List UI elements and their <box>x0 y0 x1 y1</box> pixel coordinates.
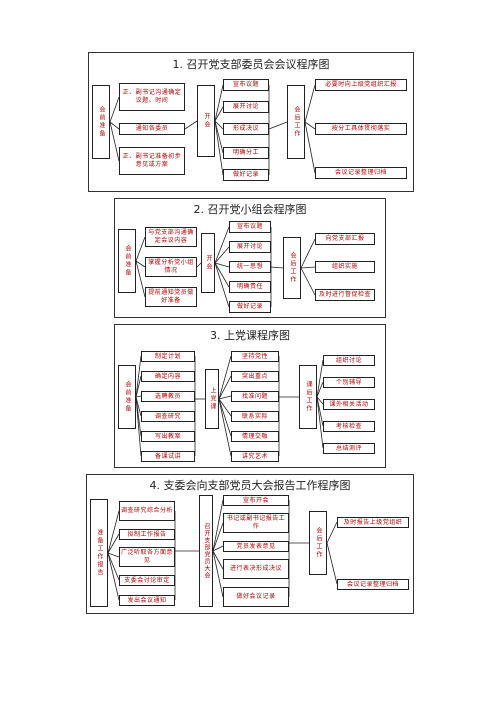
after-step: 总结测评 <box>323 443 375 454</box>
prep-stage: 会前准备 <box>118 229 136 293</box>
prep-step: 正、副书记沟通确定议题、时间 <box>119 83 185 111</box>
after-step: 组织实施 <box>315 261 375 273</box>
prep-step: 通知各委员 <box>119 123 185 135</box>
prep-step: 写出教案 <box>141 431 195 442</box>
prep-step: 掌握分析党小组情况 <box>145 257 197 277</box>
after-step: 会议记录整理归档 <box>315 167 407 179</box>
prep-step: 广泛听取各方面意见 <box>119 547 175 567</box>
meeting-step: 宣布开会 <box>223 495 289 506</box>
meeting-step: 进行表决形成决议 <box>223 559 289 579</box>
panel-title: 2. 召开党小组会程序图 <box>193 203 307 216</box>
meeting-stage: 开会 <box>201 233 215 293</box>
after-step: 及时报告上级党组织 <box>337 517 409 528</box>
meeting-step: 展开讨论 <box>229 241 271 253</box>
after-step: 个别辅导 <box>323 377 375 388</box>
prep-step: 发出会议通知 <box>119 595 175 606</box>
after-step: 组织讨论 <box>323 355 375 366</box>
prep-step: 与党支部沟通确定会议内容 <box>145 227 197 247</box>
panel-title: 3. 上党课程序图 <box>210 329 290 342</box>
after-stage: 会后工作 <box>287 85 305 159</box>
meeting-stage: 上党课 <box>205 369 219 429</box>
meeting-step: 情理交融 <box>231 431 279 442</box>
panel-title: 1. 召开党支部委员会会议程序图 <box>172 58 330 71</box>
meeting-step: 宣布议题 <box>229 221 271 233</box>
panel-title: 4. 支委会向支部党员大会报告工作程序图 <box>149 479 351 492</box>
prep-step: 确定内容 <box>141 371 195 382</box>
after-step: 向党支部汇报 <box>315 233 375 245</box>
prep-step: 调查研究综合分析 <box>119 501 175 521</box>
after-step: 课外相关活动 <box>323 399 375 410</box>
prep-step: 提前通知党员做好准备 <box>145 287 197 307</box>
prep-step: 支委会讨论审定 <box>119 575 175 586</box>
flowchart-panel-2: 2. 召开党小组会程序图 会前准备 与党支部沟通确定会议内容 掌握分析党小组情况… <box>114 198 386 318</box>
prep-stage: 准备工作报告 <box>90 499 108 607</box>
flowchart-panel-3: 3. 上党课程序图 会前准备 制定计划 确定内容 选聘教员 调查研究 写出教案 … <box>114 324 386 468</box>
after-step: 考核检查 <box>323 421 375 432</box>
after-step: 按分工具体贯彻落实 <box>315 123 407 135</box>
after-stage: 会后工作 <box>309 511 327 575</box>
after-step: 会议记录整理归档 <box>337 579 409 590</box>
after-stage: 会后工作 <box>283 237 301 299</box>
prep-step: 备课试讲 <box>141 451 195 462</box>
prep-step: 选聘教员 <box>141 391 195 402</box>
meeting-step: 党员发表意见 <box>223 541 289 552</box>
flowchart-panel-4: 4. 支委会向支部党员大会报告工作程序图 准备工作报告 调查研究综合分析 拟制工… <box>86 474 414 614</box>
flowchart-panel-1: 1. 召开党支部委员会会议程序图 会前准备 正、副书记沟通确定议题、时间 通知各… <box>88 52 414 192</box>
meeting-step: 明确分工 <box>223 147 269 159</box>
prep-step: 调查研究 <box>141 411 195 422</box>
meeting-step: 统一思想 <box>229 261 271 273</box>
after-stage: 课后工作 <box>299 365 317 429</box>
meeting-step: 做好记录 <box>229 301 271 313</box>
prep-step: 制定计划 <box>141 351 195 362</box>
meeting-step: 突出重点 <box>231 371 279 382</box>
meeting-step: 做好会议记录 <box>223 587 289 607</box>
meeting-stage: 开会 <box>197 85 215 157</box>
meeting-step: 展开讨论 <box>223 101 269 113</box>
after-step: 及时进行督促检查 <box>315 289 375 301</box>
meeting-step: 做好记录 <box>223 169 269 181</box>
meeting-step: 宣布议题 <box>223 79 269 91</box>
prep-stage: 会前准备 <box>92 85 110 159</box>
prep-step: 正、副书记准备初步意见或方案 <box>119 147 185 175</box>
after-step: 必要时向上级党组织汇报 <box>315 79 407 91</box>
meeting-step: 坚持党性 <box>231 351 279 362</box>
meeting-step: 讲究艺术 <box>231 451 279 462</box>
meeting-step: 形成决议 <box>223 123 269 135</box>
meeting-step: 明确责任 <box>229 281 271 293</box>
prep-stage: 会前准备 <box>118 365 136 429</box>
meeting-step: 书记或副书记报告工作 <box>223 513 289 533</box>
meeting-step: 联系实际 <box>231 411 279 422</box>
meeting-step: 找准问题 <box>231 391 279 402</box>
meeting-stage: 召开支部党员大会 <box>199 495 213 607</box>
prep-step: 拟制工作报告 <box>119 529 175 540</box>
